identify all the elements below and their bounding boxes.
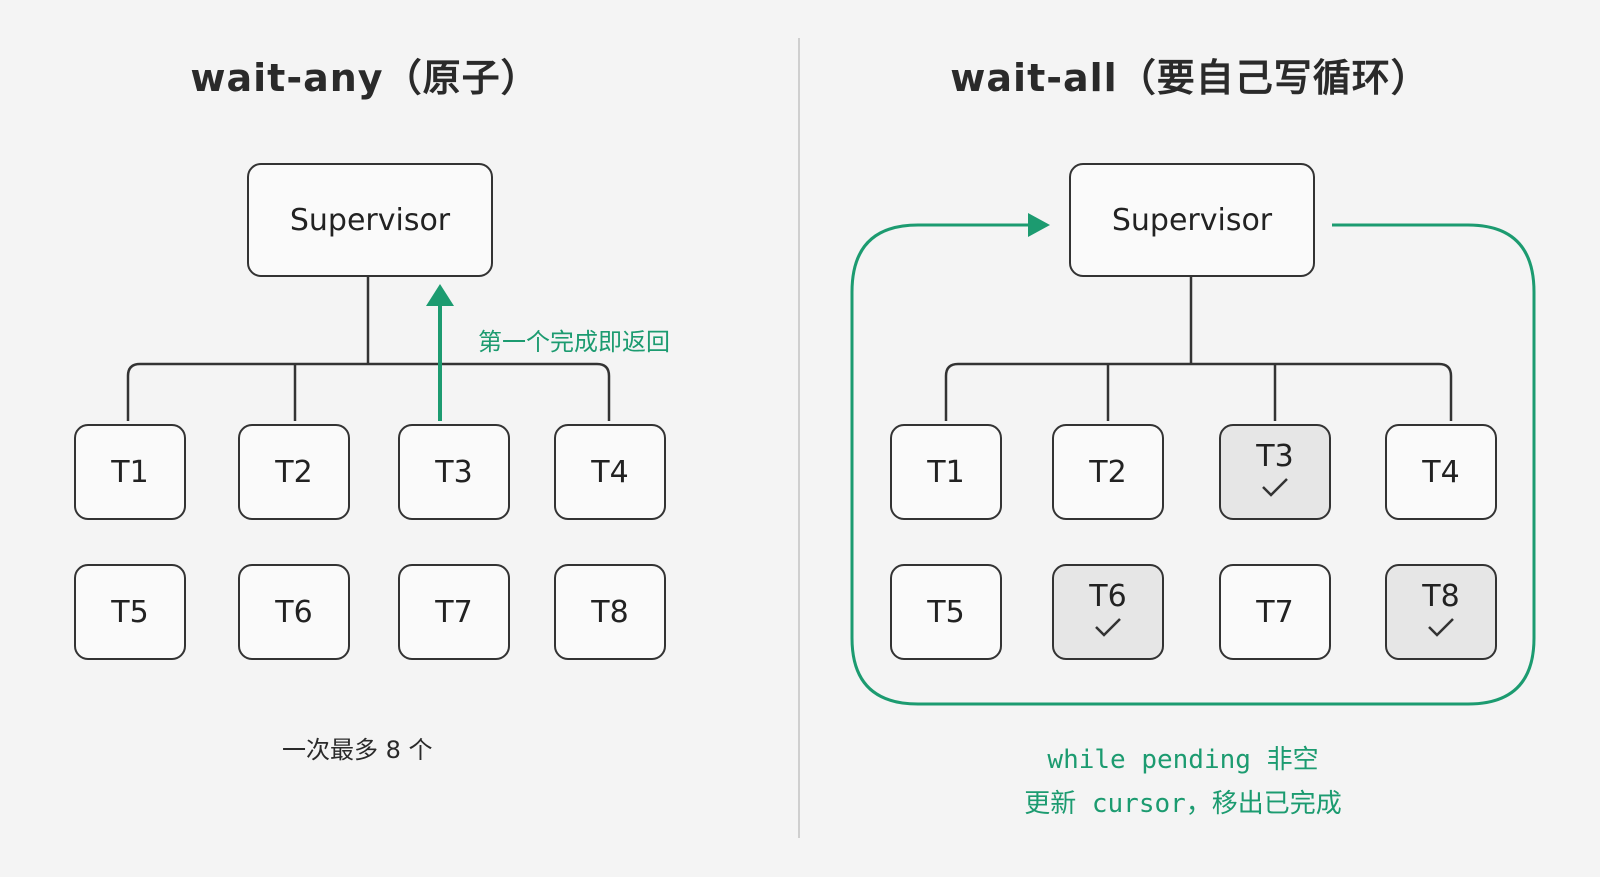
wait-any-connectors <box>126 275 611 421</box>
task-node-t8-done: T8 <box>1385 564 1497 660</box>
supervisor-label: Supervisor <box>289 202 451 238</box>
task-node-t5: T5 <box>890 564 1002 660</box>
check-icon <box>1095 617 1121 637</box>
task-node-t4: T4 <box>1385 424 1497 520</box>
wait-all-panel: wait-all（要自己写循环） Supervisor T1 T2 T3 T4 … <box>800 0 1600 877</box>
loop-update-note: 更新 cursor，移出已完成 <box>1024 789 1342 819</box>
task-node-t1: T1 <box>890 424 1002 520</box>
loop-arrow <box>850 223 1536 706</box>
task-node-t4: T4 <box>554 424 666 520</box>
task-node-t3: T3 <box>398 424 510 520</box>
task-node-t6: T6 <box>238 564 350 660</box>
task-node-t2: T2 <box>238 424 350 520</box>
task-node-t6-done: T6 <box>1052 564 1164 660</box>
supervisor-label: Supervisor <box>1111 202 1273 238</box>
task-node-t8: T8 <box>554 564 666 660</box>
task-node-t3-done: T3 <box>1219 424 1331 520</box>
task-node-t7: T7 <box>1219 564 1331 660</box>
max-eight-caption: 一次最多 8 个 <box>282 736 433 764</box>
check-icon <box>1428 617 1454 637</box>
supervisor-node: Supervisor <box>1069 163 1315 277</box>
supervisor-node: Supervisor <box>247 163 493 277</box>
first-done-returns-note: 第一个完成即返回 <box>478 328 670 356</box>
wait-any-title: wait-any（原子） <box>190 56 540 100</box>
task-node-t2: T2 <box>1052 424 1164 520</box>
check-icon <box>1262 477 1288 497</box>
task-node-t1: T1 <box>74 424 186 520</box>
task-node-t5: T5 <box>74 564 186 660</box>
wait-all-title: wait-all（要自己写循环） <box>950 56 1430 100</box>
wait-any-panel: wait-any（原子） Supervisor 第一个完成即返回 T1 T2 T… <box>0 0 790 877</box>
wait-all-connectors <box>850 213 1536 706</box>
panel-divider <box>798 38 800 838</box>
loop-condition-note: while pending 非空 <box>1047 745 1319 775</box>
task-node-t7: T7 <box>398 564 510 660</box>
